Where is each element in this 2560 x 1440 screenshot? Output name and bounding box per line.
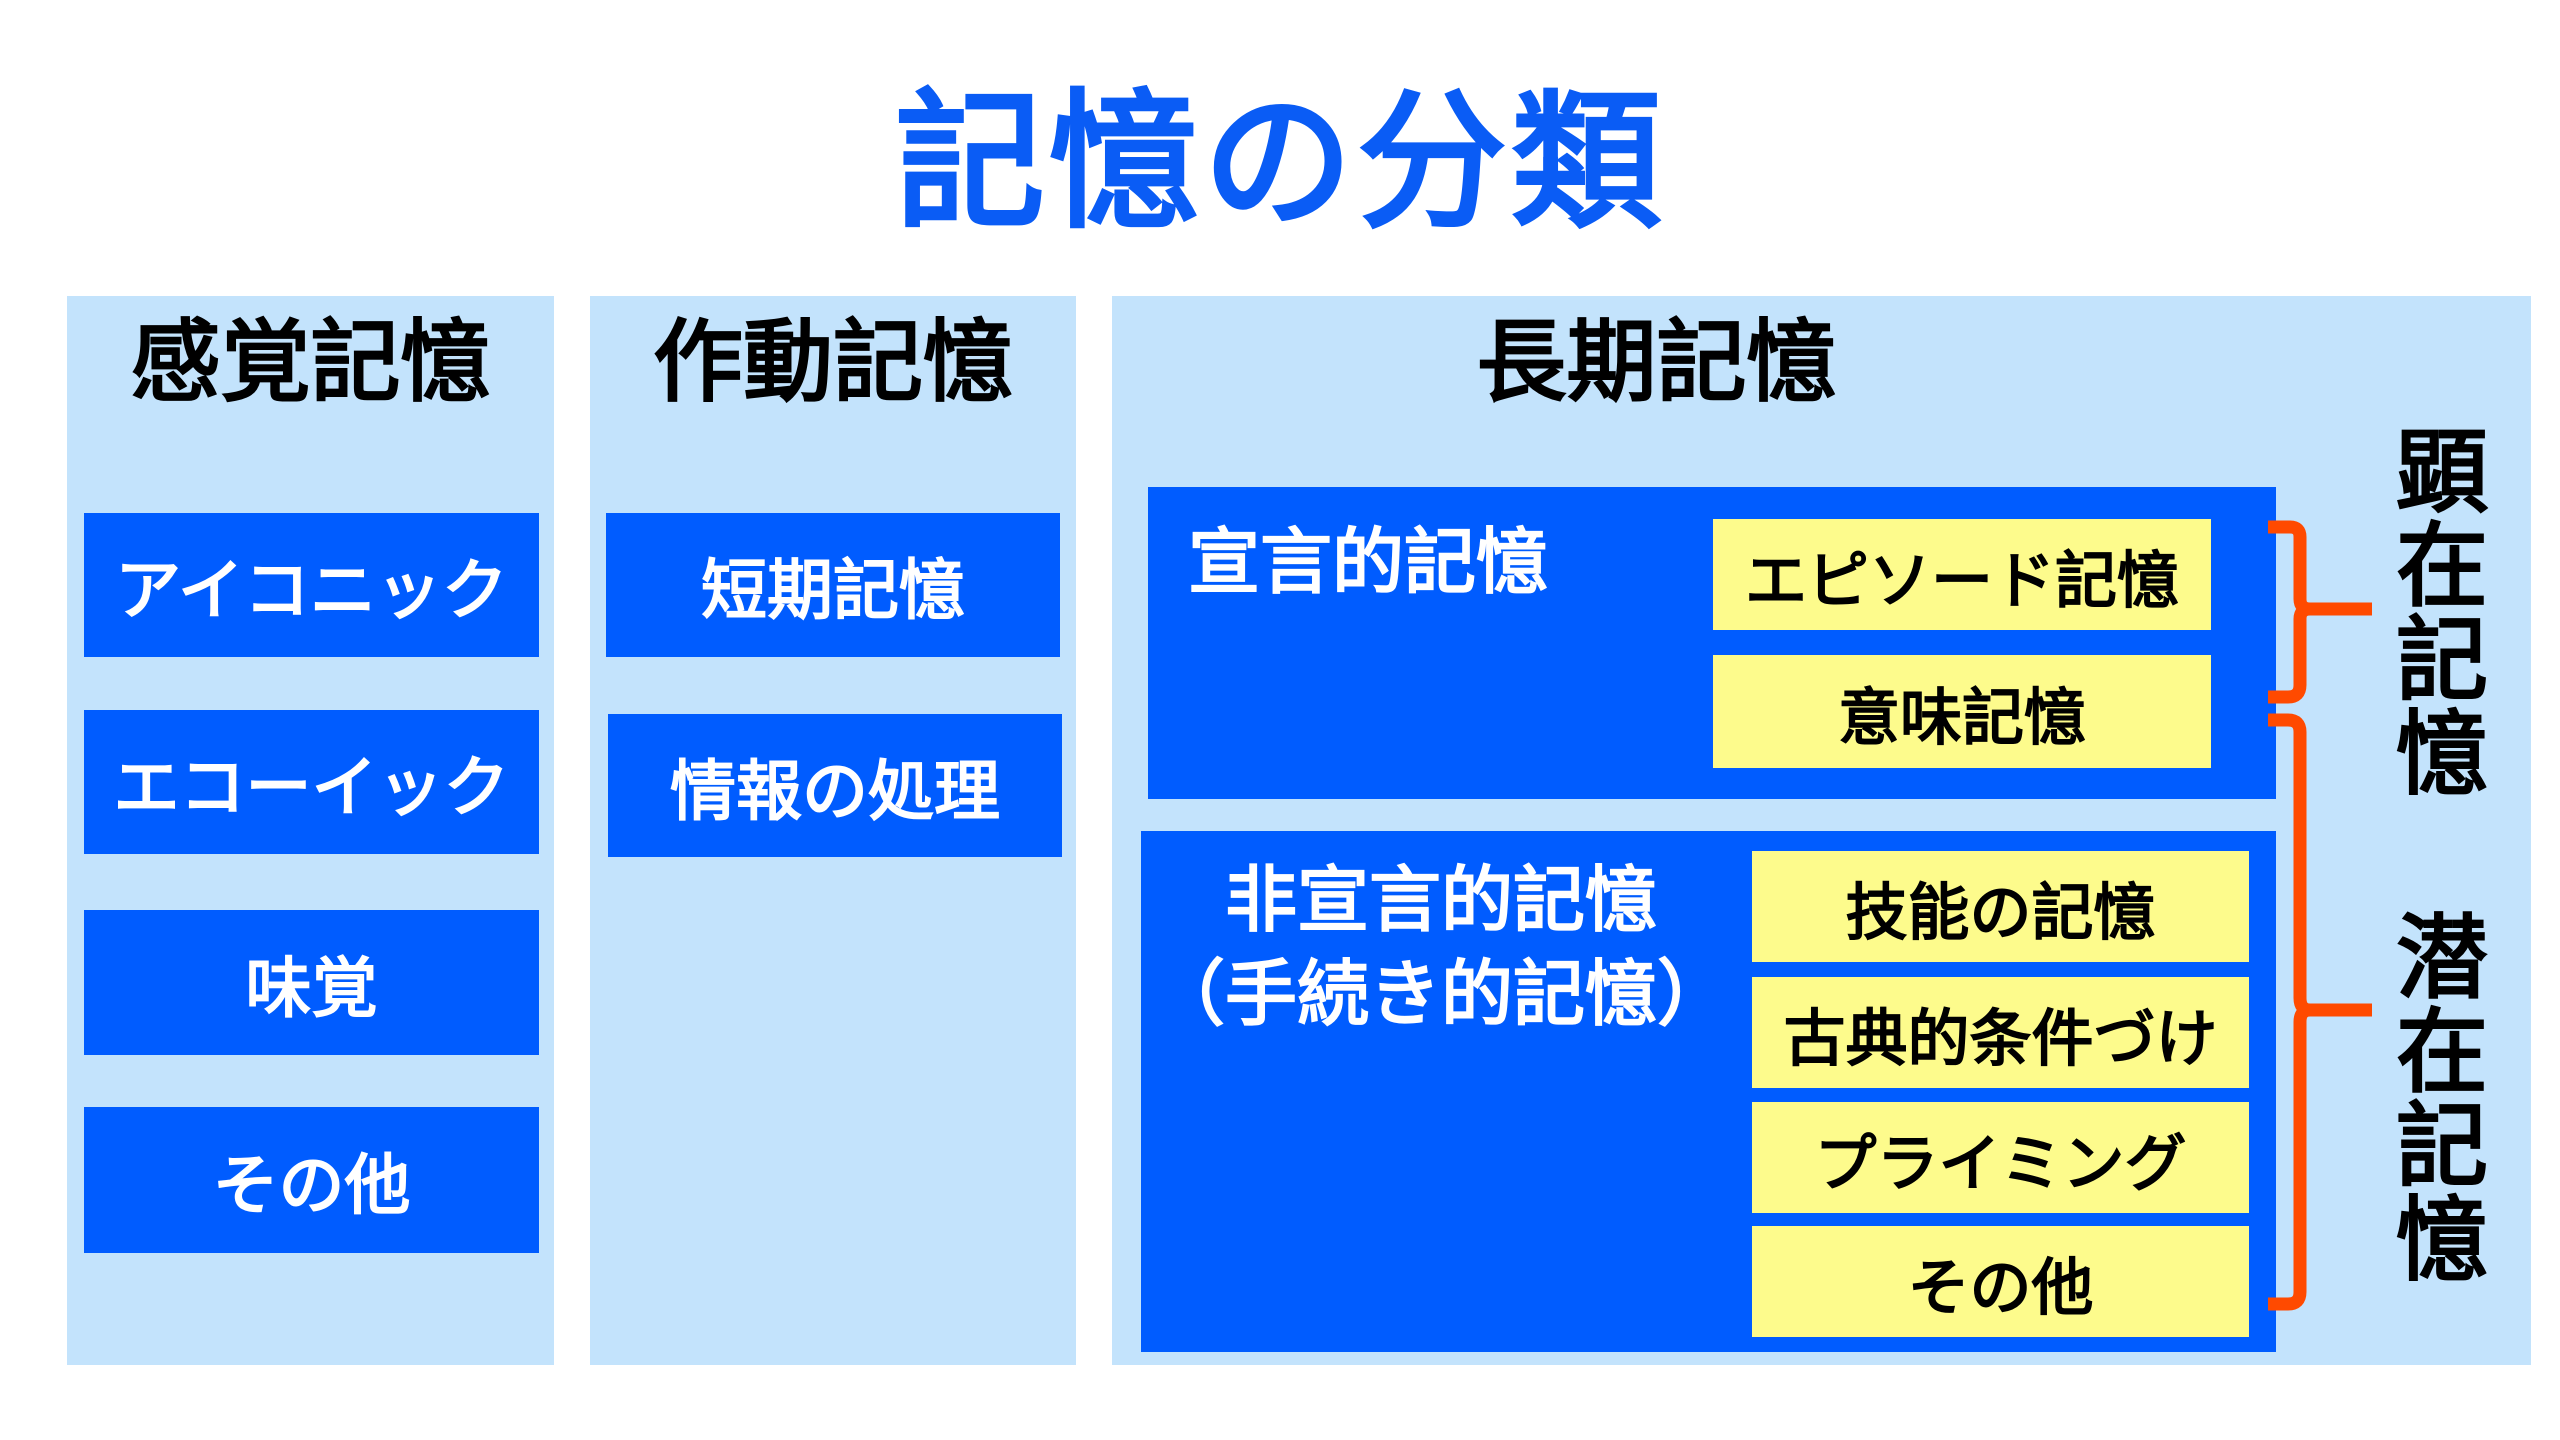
item-information-processing: 情報の処理 <box>608 714 1062 857</box>
item-sensory-other: その他 <box>84 1107 539 1253</box>
column-heading-sensory: 感覚記憶 <box>130 310 491 415</box>
implicit-label-char: 在 <box>2395 999 2488 1106</box>
item-short-term-memory: 短期記憶 <box>606 513 1060 657</box>
implicit-label-char: 潜 <box>2395 905 2488 1012</box>
explicit-label-char: 顕 <box>2395 419 2488 526</box>
item-episodic-memory: エピソード記憶 <box>1713 519 2211 630</box>
nondeclarative-label-line1: 非宣言的記憶 <box>1224 858 1657 942</box>
column-heading-long-term: 長期記憶 <box>1476 310 1837 415</box>
column-heading-working: 作動記憶 <box>653 310 1013 415</box>
explicit-memory-label: 顕 在 記 憶 <box>2392 426 2492 802</box>
implicit-memory-bracket-icon <box>2268 713 2372 1311</box>
item-semantic-memory: 意味記憶 <box>1713 655 2211 768</box>
item-iconic: アイコニック <box>84 513 539 657</box>
item-priming: プライミング <box>1752 1102 2249 1213</box>
implicit-label-char: 憶 <box>2395 1187 2488 1294</box>
explicit-label-char: 在 <box>2395 513 2488 620</box>
explicit-memory-bracket-icon <box>2268 520 2372 704</box>
item-taste: 味覚 <box>84 910 539 1055</box>
implicit-memory-label: 潜 在 記 憶 <box>2392 912 2492 1288</box>
item-nondeclarative-other: その他 <box>1752 1226 2249 1337</box>
nondeclarative-memory-label: 非宣言的記憶 （手続き的記憶） <box>1141 853 1741 1041</box>
explicit-label-char: 記 <box>2395 607 2488 714</box>
implicit-label-char: 記 <box>2395 1093 2488 1200</box>
item-skill-memory: 技能の記憶 <box>1752 851 2249 962</box>
page-title: 記憶の分類 <box>894 76 1665 250</box>
explicit-label-char: 憶 <box>2395 701 2488 808</box>
declarative-memory-label: 宣言的記憶 <box>1188 520 1549 604</box>
nondeclarative-label-line2: （手続き的記憶） <box>1152 952 1729 1036</box>
item-echoic: エコーイック <box>84 710 539 854</box>
item-classical-conditioning: 古典的条件づけ <box>1752 977 2249 1088</box>
